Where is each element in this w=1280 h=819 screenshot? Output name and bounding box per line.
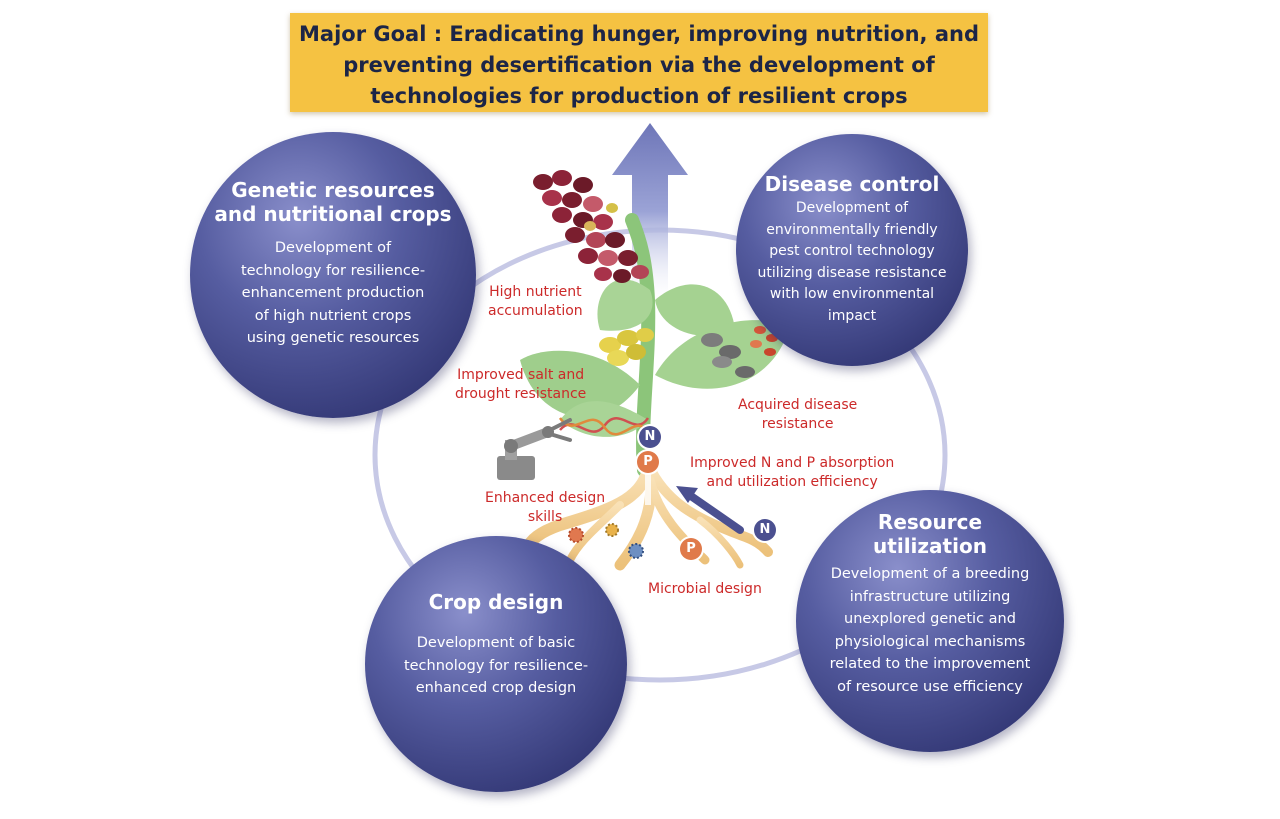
genetic-title-2: and nutritional crops <box>214 202 452 226</box>
disease-control-circle: Disease control Development of environme… <box>736 134 968 366</box>
label-salt-drought: Improved salt and drought resistance <box>455 366 586 404</box>
phosphorus-badge-root: P <box>680 538 702 560</box>
label-line: High nutrient <box>489 284 582 300</box>
major-goal-banner: Major Goal : Eradicating hunger, improvi… <box>290 13 988 112</box>
resource-body-line: of resource use efficiency <box>837 678 1023 695</box>
label-line: Improved N and P absorption <box>690 455 895 471</box>
label-line: resistance <box>761 416 834 432</box>
resource-title-1: Resource <box>877 510 983 534</box>
resource-title-2: utilization <box>873 534 987 558</box>
genetic-resources-circle: Genetic resources and nutritional crops … <box>190 132 476 418</box>
disease-title: Disease control <box>764 172 940 196</box>
dna-icon <box>558 417 650 436</box>
resource-utilization-circle: Resource utilization Development of a br… <box>796 490 1064 752</box>
disease-body-line: utilizing disease resistance <box>757 264 947 281</box>
microbe-icons <box>568 523 644 559</box>
crop-design-circle: Crop design Development of basic technol… <box>365 536 627 792</box>
resource-body: Development of a breeding infrastructure… <box>796 563 1064 698</box>
resource-body-line: unexplored genetic and <box>844 611 1016 627</box>
genetic-body-line: technology for resilience- <box>240 262 426 279</box>
label-np-efficiency: Improved N and P absorption and utilizat… <box>690 454 894 492</box>
resource-body-line: physiological mechanisms <box>834 633 1026 650</box>
disease-body: Development of environmentally friendly … <box>736 198 968 327</box>
disease-body-line: environmentally friendly <box>766 221 938 238</box>
label-line: drought resistance <box>455 386 587 402</box>
robot-arm-icon <box>497 418 572 480</box>
disease-body-line: pest control technology <box>769 243 935 259</box>
pest-icons <box>701 326 778 378</box>
genetic-body: Development of technology for resilience… <box>190 237 476 350</box>
label-design-skills: Enhanced design skills <box>485 489 605 527</box>
genetic-title-1: Genetic resources <box>231 178 435 202</box>
nitrogen-badge-stem: N <box>639 426 661 448</box>
label-line: Enhanced design <box>485 490 606 506</box>
label-line: skills <box>527 509 563 525</box>
disease-body-line: with low environmental <box>769 286 935 302</box>
label-line: and utilization efficiency <box>706 474 878 490</box>
label-line: Improved salt and <box>457 367 585 383</box>
genetic-body-line: enhancement production <box>241 285 425 301</box>
crop-body-line: technology for resilience- <box>403 657 589 674</box>
resource-body-line: related to the improvement <box>829 656 1031 672</box>
absorption-arrow-icon <box>645 470 744 534</box>
nitrogen-badge-root: N <box>754 519 776 541</box>
goal-line-2: preventing desertification via the devel… <box>343 53 935 77</box>
goal-line-1: Major Goal : Eradicating hunger, improvi… <box>299 22 979 46</box>
goal-arrow-icon <box>612 123 688 300</box>
crop-body: Development of basic technology for resi… <box>365 632 627 700</box>
label-microbial-design: Microbial design <box>648 581 762 597</box>
seed-cluster-icon <box>599 328 654 366</box>
disease-body-line: Development of <box>795 200 909 216</box>
genetic-body-line: Development of <box>274 240 392 256</box>
genetic-body-line: using genetic resources <box>246 330 420 346</box>
genetic-body-line: of high nutrient crops <box>254 307 412 324</box>
resource-body-line: infrastructure utilizing <box>849 588 1011 605</box>
crop-title: Crop design <box>428 590 564 614</box>
label-disease-resistance: Acquired disease resistance <box>738 396 857 434</box>
crop-body-line: enhanced crop design <box>415 680 577 696</box>
label-high-nutrient: High nutrient accumulation <box>488 283 583 321</box>
goal-line-3: technologies for production of resilient… <box>370 84 908 108</box>
grain-head-icon <box>533 170 649 283</box>
crop-body-line: Development of basic <box>416 635 576 651</box>
label-line: accumulation <box>488 303 583 319</box>
phosphorus-badge-stem: P <box>637 451 659 473</box>
disease-body-line: impact <box>827 307 877 324</box>
resource-body-line: Development of a breeding <box>830 566 1030 582</box>
label-line: Acquired disease <box>738 397 858 413</box>
